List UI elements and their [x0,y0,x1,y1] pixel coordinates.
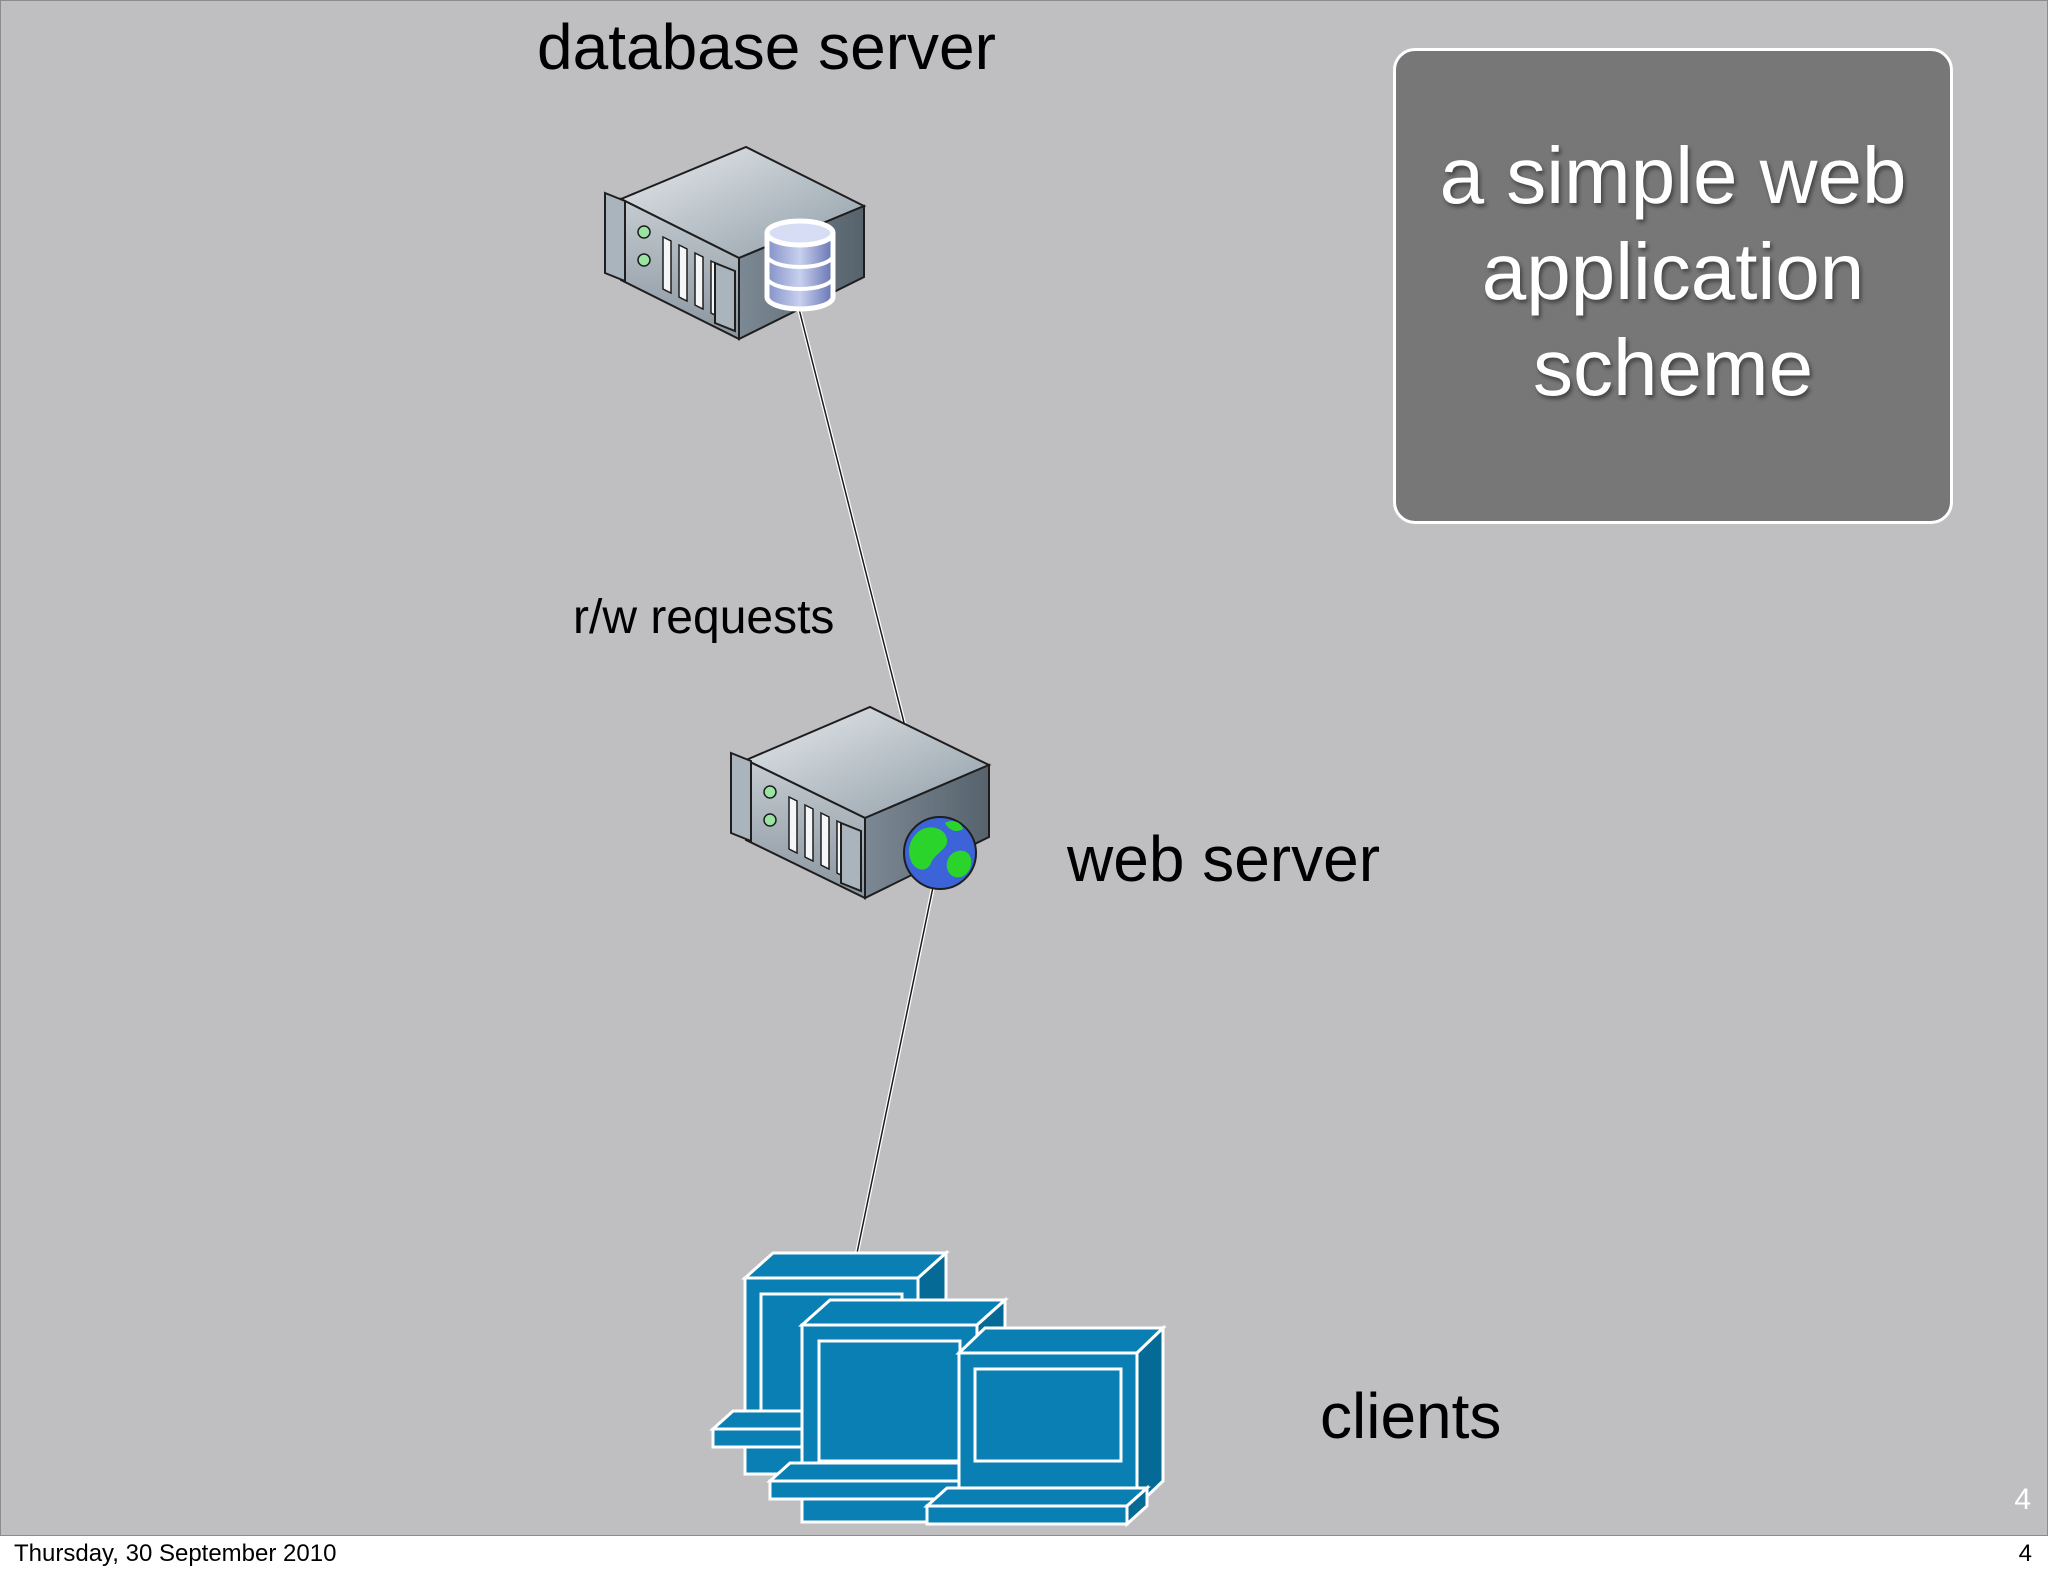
client-computers-icon [709,1249,1167,1528]
footer-date: Thursday, 30 September 2010 [14,1540,337,1567]
database-server-label: database server [537,11,996,83]
slide-title: a simple web application scheme [1439,131,1907,412]
slide: database server r/w requests web server … [0,0,2048,1536]
slide-title-box: a simple web application scheme [1393,48,1953,524]
footer: Thursday, 30 September 2010 4 [0,1536,2048,1576]
database-server-icon [604,145,867,341]
web-server-label: web server [1067,823,1380,895]
clients-label: clients [1320,1380,1502,1452]
footer-page-number: 4 [2018,1540,2032,1567]
client-computer-3-icon [923,1324,1167,1528]
diagram-canvas [604,145,1167,1528]
database-cylinder-icon [764,218,836,312]
globe-icon [903,816,977,890]
rw-requests-label: r/w requests [573,591,835,644]
slide-number: 4 [2014,1483,2031,1516]
edge-web-clients [855,862,940,1254]
web-server-icon [730,705,992,900]
